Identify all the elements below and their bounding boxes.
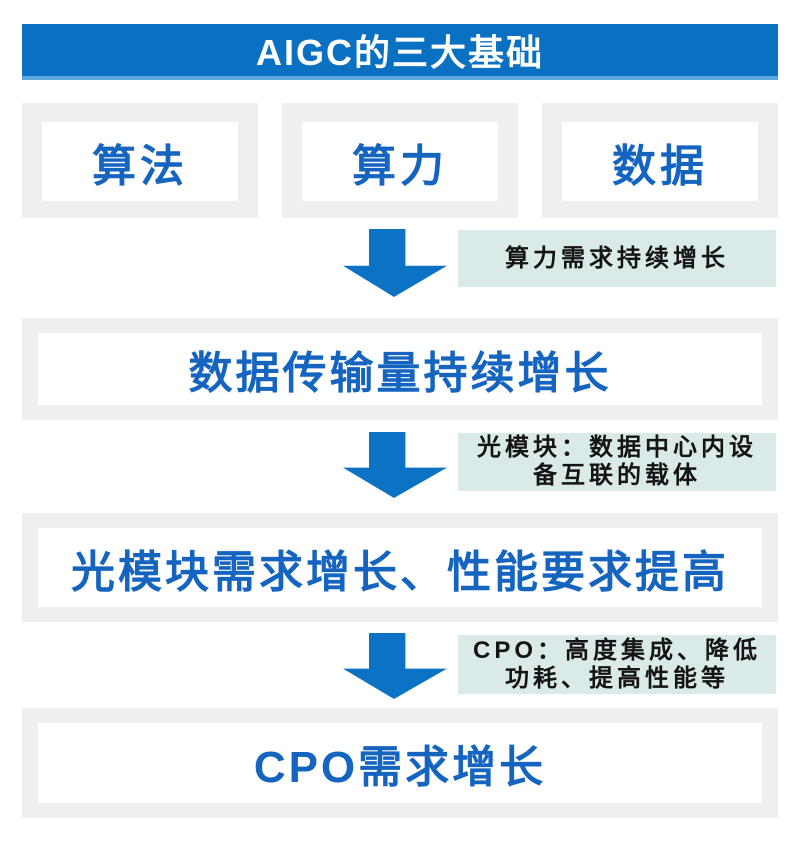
arrow-note-optical-module: 光模块：数据中心内设 备互联的载体 [458,433,776,491]
down-arrow-icon [343,633,447,699]
arrow-note-cpo: CPO：高度集成、降低 功耗、提高性能等 [458,635,776,694]
foundation-panel-algorithm: 算法 [22,103,258,218]
note-line: 备互联的载体 [533,462,701,489]
down-arrow-icon [343,432,447,498]
note-line: 光模块：数据中心内设 [477,434,757,461]
flow-box-data-transmission: 数据传输量持续增长 [22,318,778,420]
flow-box-label: 数据传输量持续增长 [188,349,612,398]
note-line: 功耗、提高性能等 [505,664,729,692]
flow-box-cpo-demand: CPO需求增长 [22,708,778,818]
flow-box-inner: 光模块需求增长、性能要求提高 [38,528,762,607]
foundation-label: 算法 [92,141,188,191]
page-title: AIGC的三大基础 [255,32,544,73]
foundation-inner-box: 数据 [562,122,758,201]
foundation-panel-computing-power: 算力 [282,103,518,218]
flow-box-inner: CPO需求增长 [38,723,762,803]
flow-box-label: 光模块需求增长、性能要求提高 [71,547,729,597]
foundation-label: 数据 [612,141,708,191]
note-line: CPO：高度集成、降低 [472,636,761,664]
foundation-inner-box: 算力 [302,122,498,201]
arrow-note-computing-demand: 算力需求持续增长 [458,230,776,287]
down-arrow-icon [343,229,447,297]
foundation-label: 算力 [352,141,448,191]
foundation-panel-data: 数据 [542,103,778,218]
foundation-inner-box: 算法 [42,122,238,201]
flow-box-inner: 数据传输量持续增长 [38,333,762,405]
flow-box-label: CPO需求增长 [253,743,547,792]
note-line: 算力需求持续增长 [505,244,729,272]
title-bar: AIGC的三大基础 [22,24,778,80]
flow-box-optical-module-demand: 光模块需求增长、性能要求提高 [22,513,778,622]
